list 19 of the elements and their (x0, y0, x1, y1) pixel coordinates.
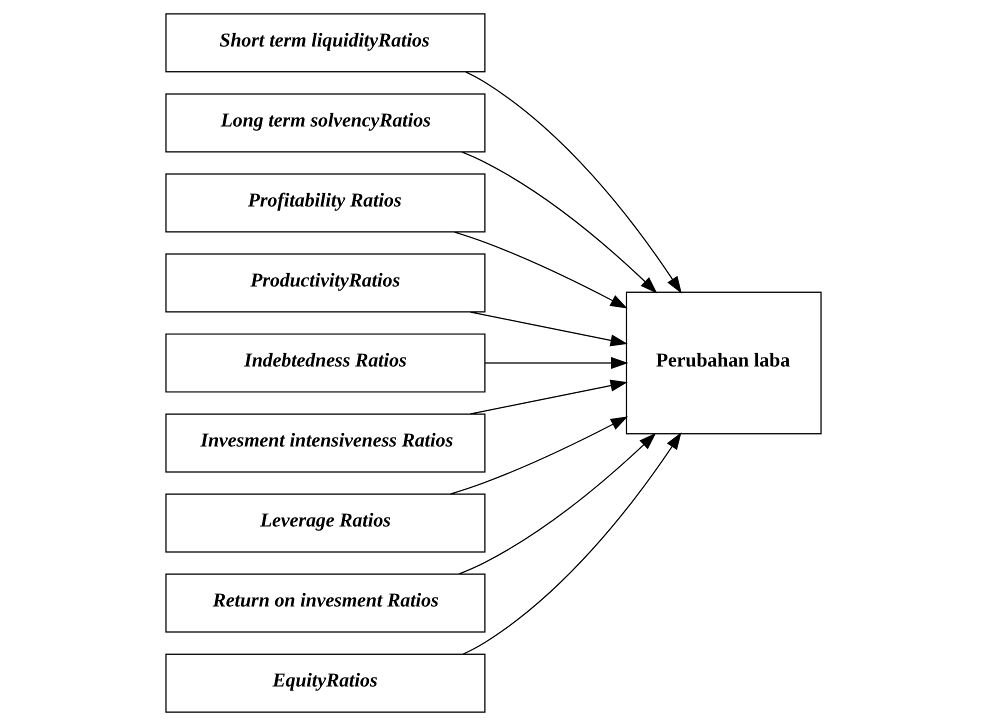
arrow (465, 70, 682, 294)
arrow (458, 432, 656, 574)
node-box: Short term liquidityRatios (165, 12, 486, 72)
node-box: Profitability Ratios (165, 172, 486, 232)
node-box: Return on invesment Ratios (165, 573, 486, 632)
node-box: Invesment intensiveness Ratios (165, 412, 486, 472)
arrow (470, 379, 628, 414)
node-box: Perubahan laba (626, 291, 822, 434)
node-box: Long term solvencyRatios (165, 92, 486, 152)
arrow (454, 230, 628, 308)
arrow (470, 310, 628, 346)
arrow (450, 416, 628, 494)
arrow (462, 432, 682, 654)
node-box: ProductivityRatios (165, 252, 486, 312)
node-box: EquityRatios (165, 653, 486, 712)
node-box: Indebtedness Ratios (165, 332, 486, 392)
arrow (485, 356, 628, 369)
node-box: Leverage Ratios (165, 493, 486, 552)
arrow (461, 150, 658, 293)
